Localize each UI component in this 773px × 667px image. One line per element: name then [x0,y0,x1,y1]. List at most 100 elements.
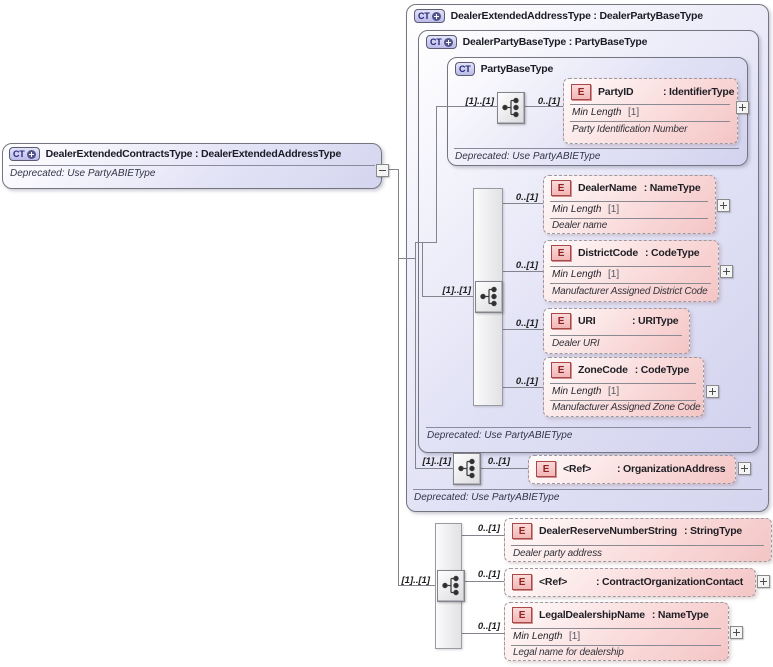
connector-line [436,106,497,107]
deprecated-note: Deprecated: Use PartyABIEType [10,168,156,179]
element-icon: E [551,362,571,378]
sequence-icon[interactable] [437,570,465,602]
derived-plus-icon [443,37,453,47]
element-box-district-code[interactable]: E DistrictCode : CodeType Min Length [1]… [543,240,719,302]
facet-value: [1] [608,386,620,397]
divider [426,427,751,428]
type-box-title: CT DealerPartyBaseType : PartyBaseType [426,35,647,49]
collapse-button[interactable] [376,164,389,177]
facet-label: Min Length [552,386,602,397]
element-icon: E [551,313,571,329]
element-doc: Legal name for dealership [513,647,624,658]
deprecated-note: Deprecated: Use PartyABIEType [455,151,601,162]
element-name: URI [578,315,596,327]
element-box-party-id[interactable]: E PartyID : IdentifierType Min Length [1… [563,78,738,144]
divider [511,645,721,646]
divider [550,218,708,219]
element-doc: Manufacturer Assigned Zone Code [552,402,701,413]
expand-button-dealer-name[interactable] [717,199,730,212]
cardinality-label: 0..[1] [515,376,538,387]
facet-label: Min Length [572,107,622,118]
element-type: : IdentifierType [663,86,735,98]
connector-line [415,242,416,469]
divider [570,121,730,122]
element-title: E PartyID : IdentifierType [571,84,734,100]
connector-line [503,203,543,204]
element-title: E DealerName : NameType [551,180,701,196]
sequence-icon[interactable] [475,281,503,313]
element-type: : NameType [643,182,701,194]
element-icon: E [571,84,591,100]
type-title-text: PartyBaseType [480,63,554,75]
expand-button-contract-organization-contact[interactable] [757,575,770,588]
element-icon: E [512,523,532,539]
element-name: <Ref> [539,576,568,588]
element-box-uri[interactable]: E URI : URIType Dealer URI [543,308,690,354]
cardinality-label: [1]..[1] [422,456,452,467]
element-box-zone-code[interactable]: E ZoneCode : CodeType Min Length [1] Man… [543,357,704,417]
facet-row: Min Length [1] [572,107,639,118]
facet-label: Min Length [513,631,563,642]
expand-button-legal-dealership-name[interactable] [730,626,743,639]
divider [511,628,721,629]
divider [454,148,739,149]
connector-line [422,242,423,297]
facet-label: Min Length [552,204,602,215]
element-title: E DistrictCode : CodeType [551,245,700,261]
expand-button-zone-code[interactable] [706,385,719,398]
element-name: DealerReserveNumberString [539,525,677,537]
divider [570,104,730,105]
element-doc: Dealer party address [513,548,602,559]
type-title-text: DealerExtendedContractsType : DealerExte… [45,148,342,160]
divider [550,335,682,336]
connector-line [523,106,563,107]
element-box-organization-address-ref[interactable]: E <Ref> : OrganizationAddress [528,455,736,484]
connector-line [503,387,543,388]
sequence-icon[interactable] [453,453,481,485]
connector-line [462,535,504,536]
element-icon: E [536,461,556,477]
element-doc: Party Identification Number [572,124,688,135]
connector-line [398,258,416,259]
cardinality-label: 0..[1] [477,523,500,534]
connector-line [436,106,437,243]
complextype-icon: CT [455,62,475,76]
connector-line [503,329,543,330]
element-type: : ContractOrganizationContact [596,576,744,588]
element-name: PartyID [598,86,634,98]
element-icon: E [551,180,571,196]
cardinality-label: [1]..[1] [401,575,431,586]
element-icon: E [512,607,532,623]
element-box-contract-organization-contact-ref[interactable]: E <Ref> : ContractOrganizationContact [504,568,756,597]
cardinality-label: 0..[1] [477,569,500,580]
element-icon: E [551,245,571,261]
element-box-legal-dealership-name[interactable]: E LegalDealershipName : NameType Min Len… [504,602,729,661]
element-name: <Ref> [563,463,592,475]
expand-button-organization-address[interactable] [738,462,751,475]
ct-glyph: CT [459,64,471,74]
element-title: E ZoneCode : CodeType [551,362,689,378]
element-doc: Manufacturer Assigned District Code [552,286,708,297]
divider [550,283,711,284]
expand-button-party-id[interactable] [736,101,749,114]
divider [550,201,708,202]
element-title: E <Ref> : ContractOrganizationContact [512,574,743,590]
element-doc: Dealer name [552,220,608,231]
connector-line [388,169,399,170]
divider [511,545,764,546]
facet-value: [1] [608,269,620,280]
connector-line [398,169,399,586]
cardinality-label: [1]..[1] [442,285,472,296]
sequence-icon[interactable] [497,92,525,124]
expand-button-district-code[interactable] [720,265,733,278]
connector-line [415,242,437,243]
element-title: E URI : URIType [551,313,679,329]
element-box-dealer-reserve-number[interactable]: E DealerReserveNumberString : StringType… [504,518,772,562]
element-type: : URIType [632,315,679,327]
facet-label: Min Length [552,269,602,280]
connector-line [398,585,436,586]
facet-row: Min Length [1] [513,631,580,642]
element-name: DistrictCode [578,247,639,259]
element-box-dealer-name[interactable]: E DealerName : NameType Min Length [1] D… [543,175,716,234]
complextype-icon: CT [426,35,457,49]
